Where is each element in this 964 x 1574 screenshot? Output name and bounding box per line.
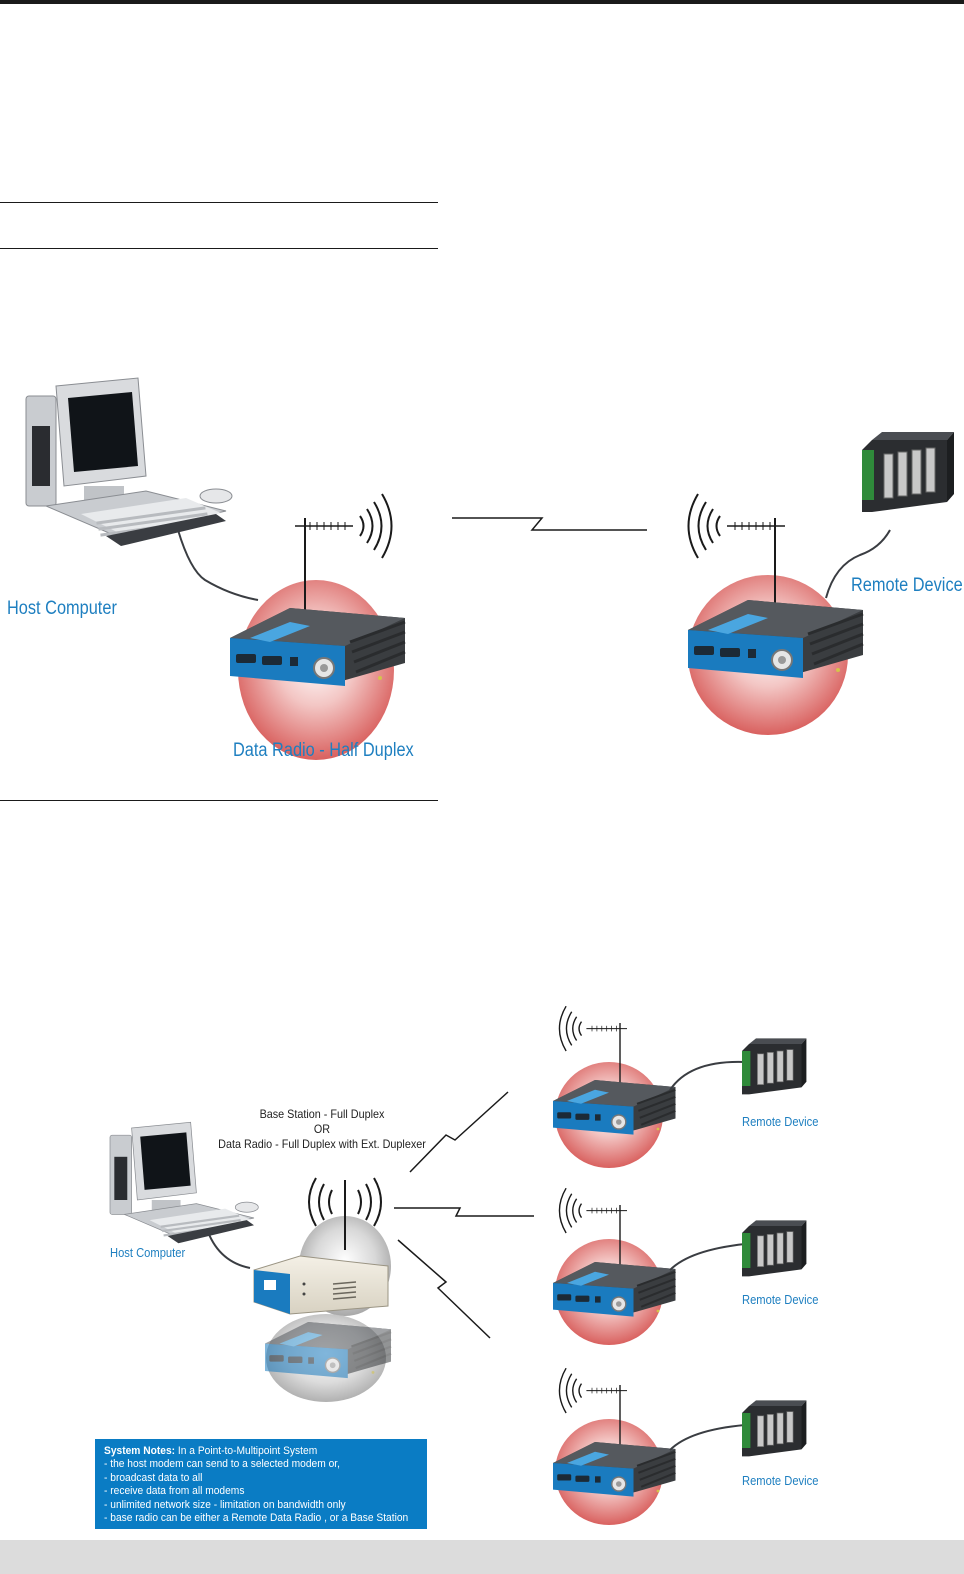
system-notes-line: - broadcast data to all (104, 1471, 203, 1484)
section-rule-2 (0, 248, 438, 249)
diagram2-remote1-cable (669, 1060, 746, 1091)
diagram1-host-computer (25, 377, 233, 547)
diagram2-remote1-label: Remote Device (742, 1114, 819, 1129)
system-notes-heading: System Notes: In a Point-to-Multipoint S… (104, 1445, 397, 1458)
system-notes-title: System Notes: (104, 1445, 176, 1457)
diagram2-host-computer-label: Host Computer (110, 1245, 186, 1260)
diagram2-remote3-device (741, 1400, 807, 1457)
diagram2-base-station-line3: Data Radio - Full Duplex with Ext. Duple… (218, 1137, 426, 1151)
top-rule (0, 0, 964, 4)
diagram1-remote-device (861, 431, 955, 513)
diagram1-remote-cable (825, 529, 891, 599)
diagram2-remote2-label: Remote Device (742, 1292, 819, 1307)
diagram1-remote-device-label: Remote Device (851, 575, 963, 596)
diagram2-host-cable (207, 1231, 251, 1269)
diagram2-remote1-device (741, 1038, 807, 1095)
diagram2-remote2-cable (669, 1243, 746, 1271)
system-notes-line: - the host modem can send to a selected … (104, 1458, 340, 1471)
diagram2-base-station (253, 1255, 389, 1315)
diagram1-host-computer-label: Host Computer (7, 598, 117, 619)
system-notes-line: - base radio can be either a Remote Data… (104, 1512, 409, 1525)
system-notes-intro: In a Point-to-Multipoint System (175, 1445, 318, 1457)
footer-bar (0, 1540, 964, 1574)
diagram2-remote3-cable (669, 1424, 746, 1451)
system-notes-line: - unlimited network size - limitation on… (104, 1498, 346, 1511)
diagram2-base-station-line2: OR (313, 1122, 331, 1136)
diagram2-base-antenna (308, 1177, 382, 1250)
diagram1-radio-link (451, 517, 648, 531)
section-rule-1 (0, 202, 438, 203)
system-notes-box: System Notes: In a Point-to-Multipoint S… (95, 1439, 427, 1529)
diagram2-remote3-label: Remote Device (742, 1473, 819, 1488)
diagram2-remote2-device (741, 1220, 807, 1277)
section-rule-3 (0, 800, 438, 801)
diagram2-links (394, 1091, 534, 1339)
diagram2-base-station-line1: Base Station - Full Duplex (259, 1107, 385, 1121)
system-notes-line: - receive data from all modems (104, 1485, 245, 1498)
diagram1-host-cable (177, 529, 259, 601)
diagram1-data-radio-label: Data Radio - Half Duplex (233, 740, 414, 761)
